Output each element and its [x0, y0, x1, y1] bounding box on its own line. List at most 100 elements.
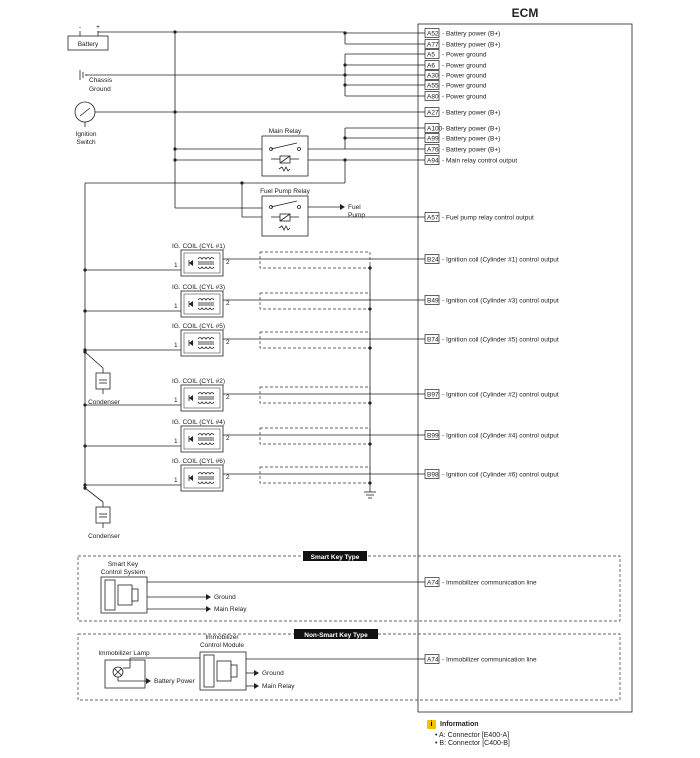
- ecm-pin-code: A30: [427, 72, 439, 79]
- immobilizer-main-relay-label: Main Relay: [262, 683, 295, 690]
- ecm-pin: A77- Battery power (B+): [418, 39, 500, 49]
- ecm-pin-label: - Battery power (B+): [442, 30, 500, 37]
- ignition-coil-title: IG. COIL (CYL #2): [172, 378, 225, 385]
- coil-pin-2: 2: [226, 435, 230, 442]
- ecm-pin-code: A74: [427, 656, 439, 663]
- information-item: • B: Connector [C400-B]: [435, 740, 510, 747]
- ecm-pin-label: - Ignition coil (Cylinder #2) control ou…: [442, 391, 559, 398]
- battery-plus-label: +: [96, 24, 100, 31]
- ecm-pin: B99- Ignition coil (Cylinder #4) control…: [418, 430, 559, 440]
- immobilizer-module-label-1: Immobilizer: [205, 634, 239, 641]
- ecm-pin: A52- Battery power (B+): [418, 28, 500, 38]
- ecm-pin-label: - Battery power (B+): [442, 125, 500, 132]
- smart-key-band: [303, 551, 367, 561]
- information-item-text: B: Connector [C400-B]: [439, 740, 510, 747]
- chassis-ground-icon: [79, 70, 87, 80]
- ignition-coil: IG. COIL (CYL #3) 1 2: [83, 284, 418, 318]
- ecm-pin: A6- Power ground: [418, 60, 487, 70]
- ecm-pin: A74- Immobilizer communication line: [418, 577, 537, 587]
- coil-pin-1: 1: [174, 477, 178, 484]
- ignition-coil-title: IG. COIL (CYL #3): [172, 284, 225, 291]
- ecm-pin-code: B99: [427, 432, 439, 439]
- coil-pin-1: 1: [174, 438, 178, 445]
- ecm-pin-code: B74: [427, 336, 439, 343]
- condenser-label-1: Condenser: [88, 399, 121, 406]
- coil-pin-1: 1: [174, 303, 178, 310]
- ecm-pin-code: B97: [427, 391, 439, 398]
- condenser-2: [83, 486, 111, 528]
- battery-minus-label: -: [79, 24, 81, 31]
- smart-key-main-relay-label: Main Relay: [214, 606, 247, 613]
- ecm-pin: A55- Power ground: [418, 80, 487, 90]
- ecm-pin: B98- Ignition coil (Cylinder #6) control…: [418, 469, 559, 479]
- information-note: i Information • A: Connector [E400-A] • …: [427, 720, 510, 748]
- smart-key-module-label-2: Control System: [101, 569, 145, 576]
- ecm-pin: A30- Power ground: [418, 70, 487, 80]
- ecm-pin-label: - Battery power (B+): [442, 41, 500, 48]
- ecm-pin-code: A27: [427, 109, 439, 116]
- non-smart-key-band-label: Non-Smart Key Type: [304, 632, 368, 639]
- immobilizer-lamp: [104, 659, 146, 689]
- ecm-pin-code: A57: [427, 214, 439, 221]
- smart-key-main-relay-arrow-icon: [206, 606, 211, 612]
- coil-pin-2: 2: [226, 394, 230, 401]
- coil-pin-2: 2: [226, 259, 230, 266]
- condenser-1: [83, 350, 111, 394]
- ecm-pin: B24- Ignition coil (Cylinder #1) control…: [418, 254, 559, 264]
- information-header: i Information: [427, 720, 510, 729]
- ecm-pin-label: - Power ground: [442, 93, 487, 100]
- ecm-pin: A74- Immobilizer communication line: [418, 654, 537, 664]
- ecm-pin-label: - Immobilizer communication line: [442, 656, 537, 663]
- ecm-pin-code: A99: [427, 135, 439, 142]
- fuel-pump-arrow-icon: [340, 204, 345, 210]
- ecm-pin: A80- Power ground: [418, 91, 487, 101]
- ground-icon: [364, 491, 376, 499]
- coil-pin-1: 1: [174, 342, 178, 349]
- ecm-pin-code: A94: [427, 157, 439, 164]
- ecm-pin-label: - Ignition coil (Cylinder #5) control ou…: [442, 336, 559, 343]
- ecm-pin-label: - Main relay control output: [442, 157, 517, 164]
- battery-power-label: Battery Power: [154, 678, 196, 685]
- immobilizer-control-module: [199, 651, 247, 691]
- immobilizer-ground-arrow-icon: [254, 670, 259, 676]
- coil-pin-1: 1: [174, 262, 178, 269]
- coil-pin-2: 2: [226, 474, 230, 481]
- shield: [259, 466, 371, 484]
- ecm-pin-label: - Ignition coil (Cylinder #3) control ou…: [442, 297, 559, 304]
- ecm-pin-code: B49: [427, 297, 439, 304]
- fuel-pump-label-1: Fuel: [348, 204, 361, 211]
- ecm-pin: A27- Battery power (B+): [418, 107, 500, 117]
- ignition-switch-label-2: Switch: [76, 139, 96, 146]
- ecm-box: [417, 23, 633, 713]
- ecm-pin-label: - Power ground: [442, 82, 487, 89]
- ecm-pin-label: - Battery power (B+): [442, 135, 500, 142]
- ecm-pin-code: B98: [427, 471, 439, 478]
- ecm-pin-code: A80: [427, 93, 439, 100]
- smart-key-module-label-1: Smart Key: [108, 561, 139, 568]
- ecm-pin-label: - Battery power (B+): [442, 109, 500, 116]
- shield: [259, 386, 371, 404]
- immobilizer-main-relay-arrow-icon: [254, 683, 259, 689]
- battery-label: Battery: [78, 41, 99, 48]
- information-item: • A: Connector [E400-A]: [435, 732, 510, 739]
- ecm-pin: B97- Ignition coil (Cylinder #2) control…: [418, 389, 559, 399]
- chassis-ground-label-1: Chassis: [89, 77, 113, 84]
- information-title: Information: [440, 721, 479, 728]
- main-relay: [261, 135, 309, 177]
- shield: [259, 251, 371, 269]
- ecm-pin-code: A52: [427, 30, 439, 37]
- information-list: • A: Connector [E400-A] • B: Connector […: [427, 732, 510, 747]
- ecm-pin-label: - Power ground: [442, 51, 487, 58]
- battery-power-arrow-icon: [146, 678, 151, 684]
- shield: [259, 331, 371, 349]
- coil-pin-2: 2: [226, 300, 230, 307]
- ecm-pin: A76- Battery power (B+): [418, 144, 500, 154]
- ecm-pin-label: - Power ground: [442, 72, 487, 79]
- smart-key-ground-label: Ground: [214, 594, 236, 601]
- non-smart-key-band: [294, 629, 378, 639]
- smart-key-band-label: Smart Key Type: [311, 554, 360, 561]
- chassis-ground-label-2: Ground: [89, 86, 111, 93]
